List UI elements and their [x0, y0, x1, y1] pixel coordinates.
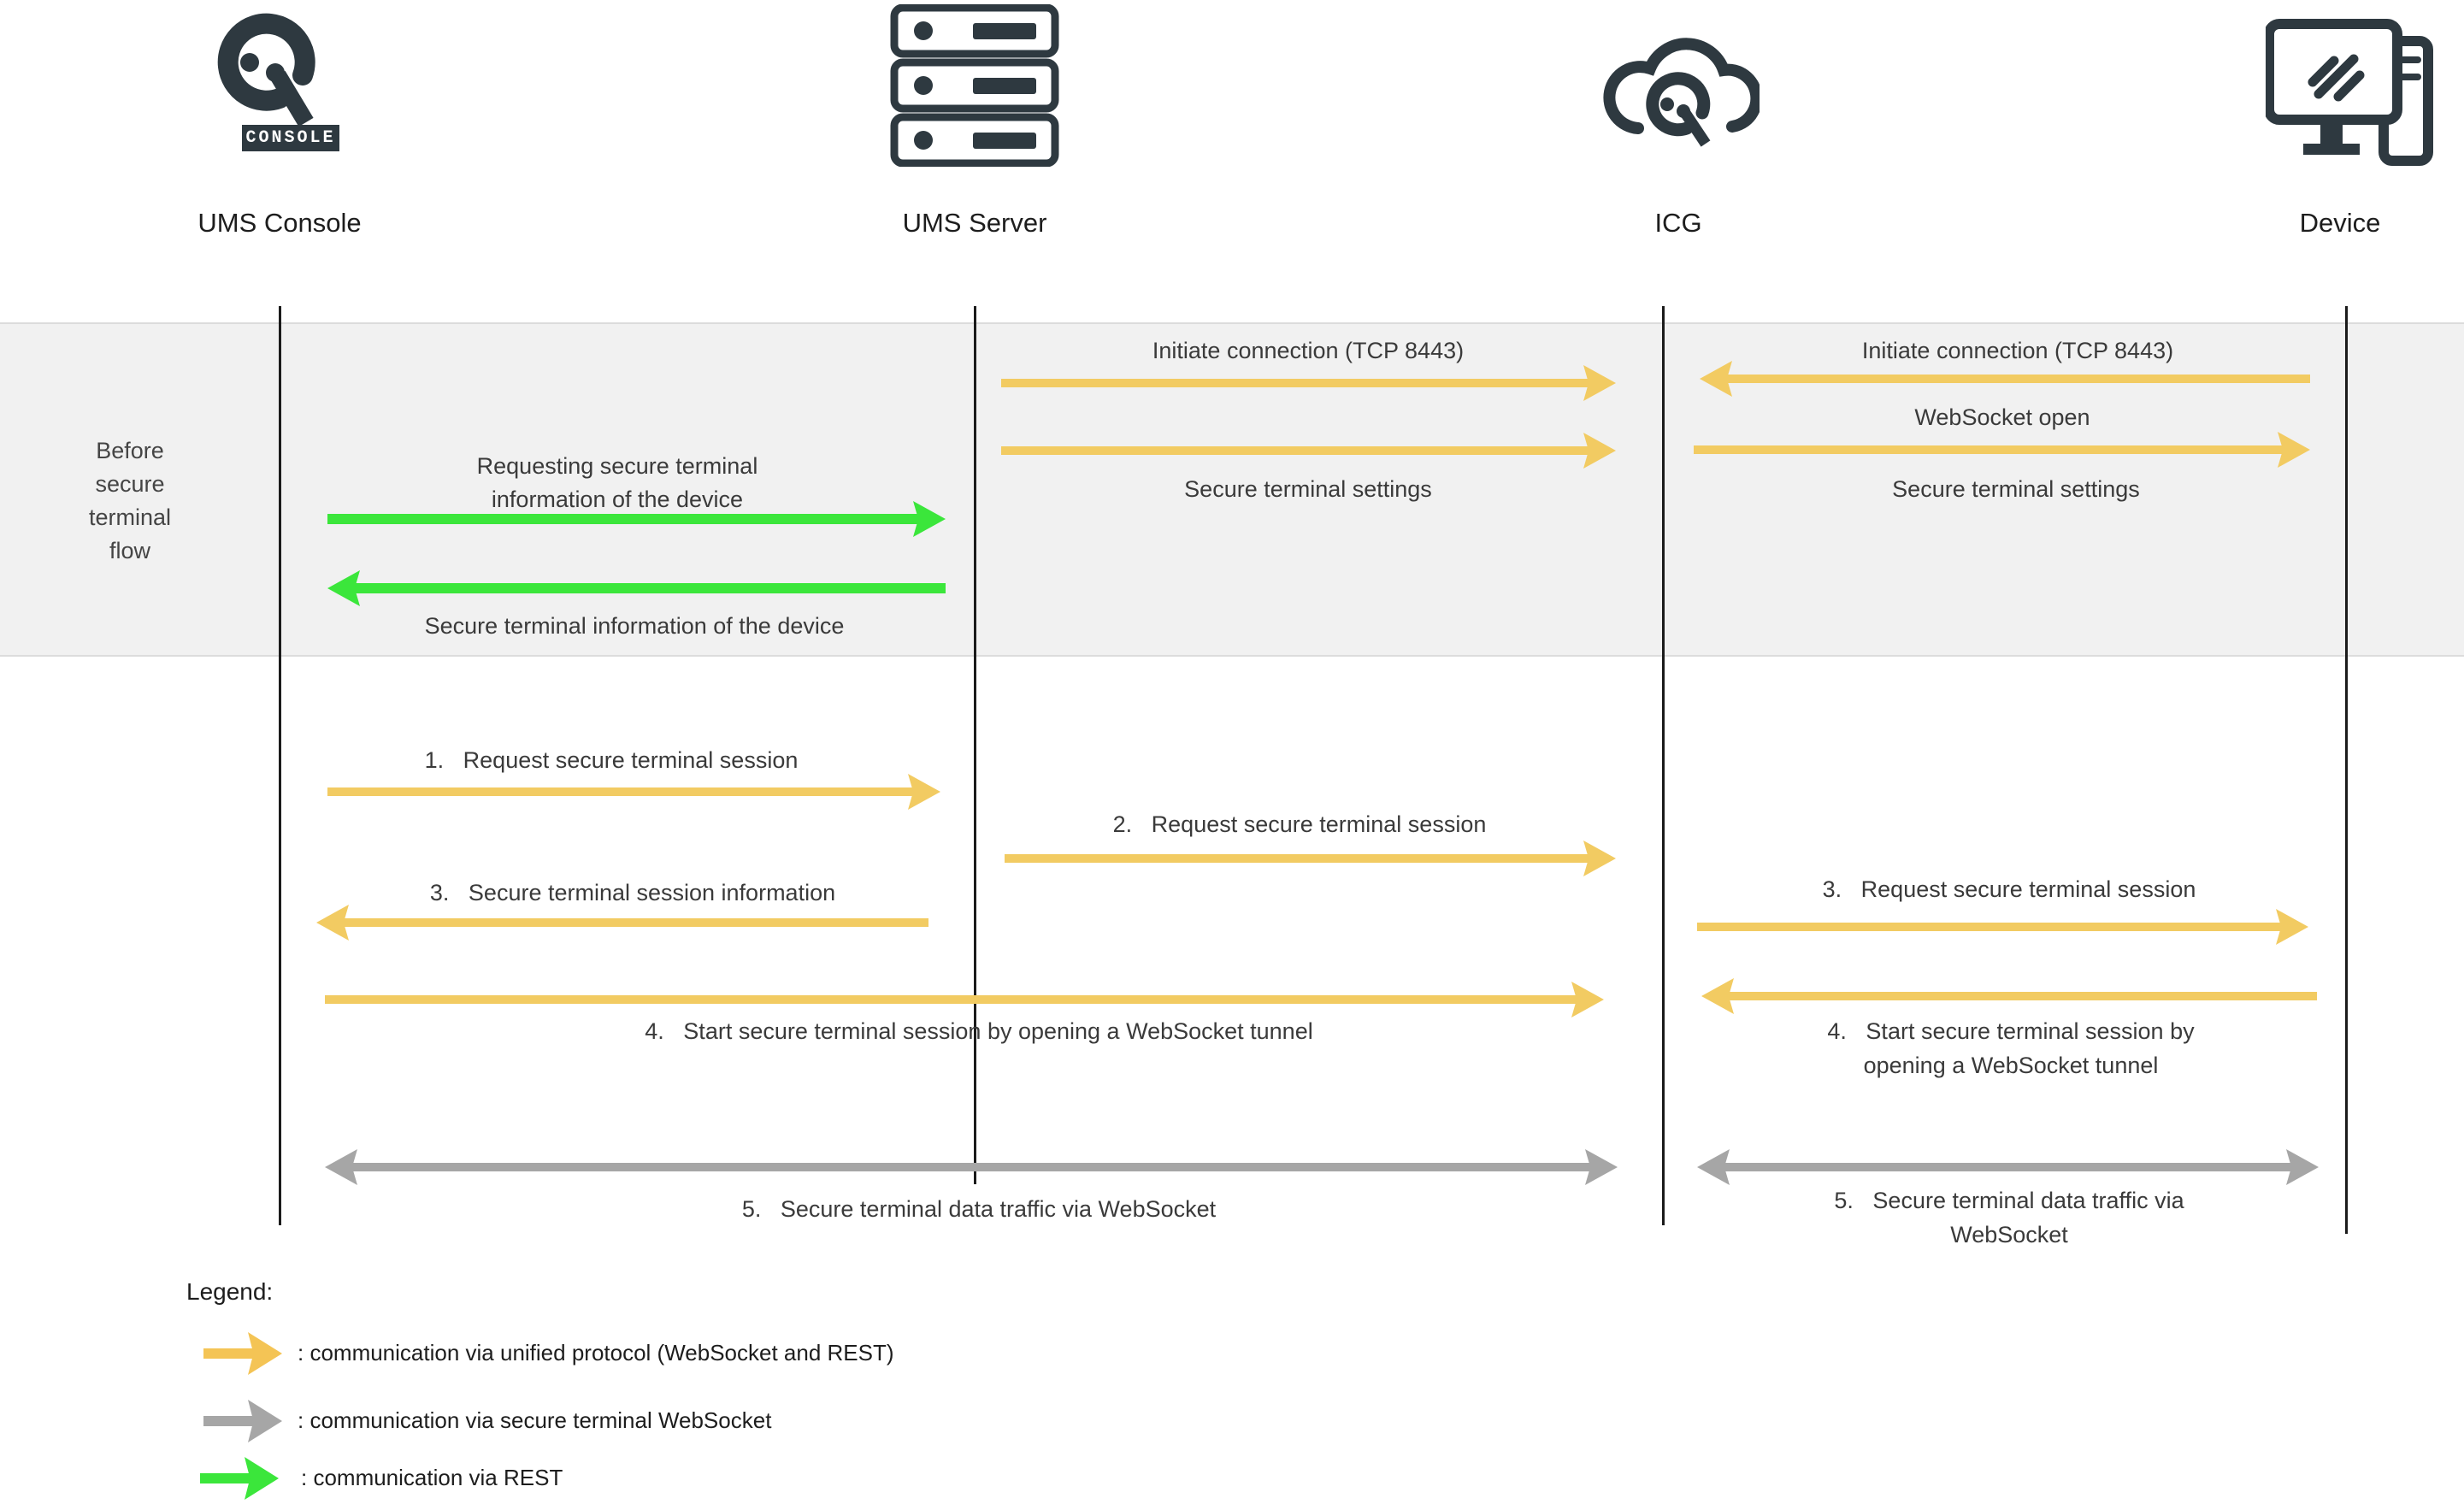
arrow-server-to-console-info — [327, 570, 946, 606]
lifeline-ums-server — [974, 306, 976, 1184]
arrow-step4-console-to-icg — [325, 982, 1604, 1017]
arrow-step4-device-to-icg — [1701, 978, 2317, 1014]
console-badge: CONSOLE — [242, 125, 339, 151]
ums-server-icon — [889, 3, 1060, 168]
lifeline-ums-console — [279, 306, 281, 1225]
msg-initiate-connection-left: Initiate connection (TCP 8443) — [1152, 338, 1465, 363]
legend-green-arrow-icon — [200, 1457, 279, 1500]
msg-requesting-info: Requesting secure terminal information o… — [476, 453, 758, 512]
msg-step5-right: 5. Secure terminal data traffic via WebS… — [1834, 1188, 2184, 1248]
arrow-step3-icg-to-device — [1697, 909, 2308, 945]
lifeline-device — [2345, 306, 2348, 1234]
msg-step1: 1. Request secure terminal session — [424, 747, 799, 773]
lifeline-icg — [1662, 306, 1665, 1225]
legend-title: Legend: — [186, 1278, 274, 1305]
legend-item-rest: : communication via REST — [301, 1465, 563, 1490]
msg-step5-left: 5. Secure terminal data traffic via WebS… — [741, 1196, 1217, 1222]
arrow-step2-server-to-icg — [1005, 841, 1616, 876]
msg-step2: 2. Request secure terminal session — [1112, 811, 1487, 837]
arrow-icg-to-device-settings — [1694, 432, 2310, 468]
icg-cloud-icon — [1597, 9, 1763, 171]
entity-label-device: Device — [2299, 208, 2381, 238]
msg-step3-right: 3. Request secure terminal session — [1822, 876, 2196, 902]
arrow-console-to-server-request-info — [327, 501, 946, 537]
arrow-step5-console-icg-websocket — [325, 1149, 1618, 1185]
arrow-step3-server-to-console — [316, 905, 928, 941]
msg-websocket-open: WebSocket open — [1914, 404, 2090, 430]
msg-initiate-connection-right: Initiate connection (TCP 8443) — [1861, 338, 2174, 363]
legend-yellow-arrow-icon — [203, 1332, 282, 1375]
arrow-step1-console-to-server — [327, 774, 940, 810]
arrow-server-to-icg-settings — [1001, 433, 1616, 469]
msg-secure-terminal-settings-left: Secure terminal settings — [1184, 476, 1432, 502]
phase-label: Before secure terminal flow — [88, 438, 178, 563]
legend-item-secure-terminal-websocket: : communication via secure terminal WebS… — [298, 1407, 772, 1433]
legend-gray-arrow-icon — [203, 1400, 282, 1442]
device-icon — [2264, 15, 2437, 174]
msg-step4-left: 4. Start secure terminal session by open… — [645, 1018, 1313, 1044]
msg-step3-left: 3. Secure terminal session information — [429, 880, 836, 905]
legend-item-unified-protocol: : communication via unified protocol (We… — [298, 1340, 894, 1365]
entity-label-ums-server: UMS Server — [902, 208, 1047, 238]
entity-label-icg: ICG — [1654, 208, 1702, 238]
msg-secure-terminal-settings-right: Secure terminal settings — [1892, 476, 2140, 502]
msg-info-of-device: Secure terminal information of the devic… — [424, 613, 845, 639]
ums-console-logo-icon — [197, 4, 342, 128]
entity-label-ums-console: UMS Console — [197, 208, 362, 238]
arrow-device-to-icg-initiate — [1700, 361, 2310, 397]
msg-step4-right: 4. Start secure terminal session by open… — [1827, 1018, 2195, 1078]
arrow-step5-icg-device-websocket — [1697, 1149, 2319, 1185]
arrow-server-to-icg-initiate — [1001, 365, 1616, 401]
